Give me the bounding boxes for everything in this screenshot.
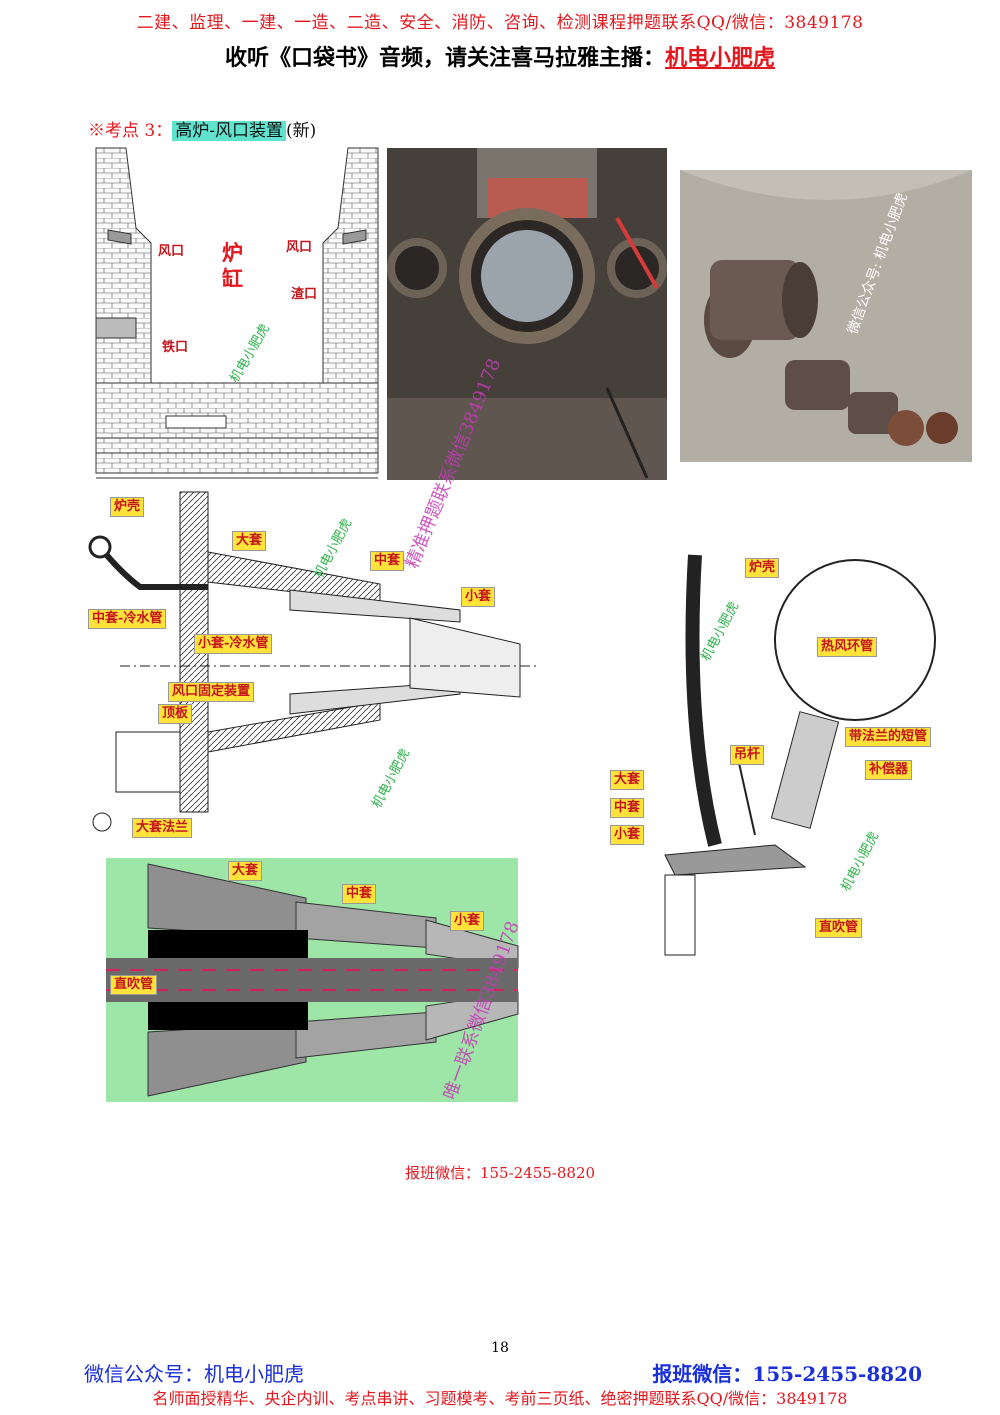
section-highlight: 高炉-风口装置 xyxy=(172,121,286,141)
label-hot-blast-ring: 热风环管 xyxy=(817,637,878,657)
hot-blast-stock-svg xyxy=(664,554,936,956)
footer-signup-wechat: 报班微信：155-2455-8820 xyxy=(652,1362,922,1386)
signup-wechat-note: 报班微信：155-2455-8820 xyxy=(404,1164,596,1182)
label-blowpipe-b: 直吹管 xyxy=(815,918,863,938)
label-mid-jacket: 中套 xyxy=(370,551,405,571)
label-top-plate: 顶板 xyxy=(158,704,193,724)
header-audio-line: 收听《口袋书》音频，请关注喜马拉雅主播：机电小肥虎 xyxy=(0,40,1000,72)
tuyere-ring-photo xyxy=(387,148,667,480)
label-mid-jacket-c: 中套 xyxy=(342,884,377,904)
label-small-cooling-pipe: 小套-冷水管 xyxy=(194,634,273,654)
section-title: ※考点 3：高炉-风口装置(新) xyxy=(88,116,316,141)
tuyere-wall-photo-svg xyxy=(680,170,972,462)
label-slag-notch: 渣口 xyxy=(289,287,320,303)
section-prefix: ※考点 3： xyxy=(88,121,173,141)
label-mid-jacket-b: 中套 xyxy=(610,798,645,818)
tuyere-ring-photo-svg xyxy=(387,148,667,480)
label-big-jacket-flange: 大套法兰 xyxy=(132,818,193,838)
tuyere-colored-svg xyxy=(106,863,519,1097)
label-flanged-pipe: 带法兰的短管 xyxy=(845,727,932,747)
page-number: 18 xyxy=(491,1340,509,1356)
label-small-jacket: 小套 xyxy=(461,587,496,607)
label-blowpipe-c: 直吹管 xyxy=(110,975,158,995)
label-tap-hole: 铁口 xyxy=(160,340,191,356)
hearth-section-svg xyxy=(95,147,379,479)
label-big-jacket: 大套 xyxy=(232,531,267,551)
label-small-jacket-b: 小套 xyxy=(610,825,645,845)
footer-promo-line: 名师面授精华、央企内训、考点串讲、习题模考、考前三页纸、绝密押题联系QQ/微信：… xyxy=(152,1389,848,1408)
tuyere-assembly-svg xyxy=(88,491,540,832)
label-shell: 炉壳 xyxy=(110,497,145,517)
label-fixing-device: 风口固定装置 xyxy=(168,682,255,702)
label-mid-cooling-pipe: 中套-冷水管 xyxy=(88,609,167,629)
hearth-section-drawing: 风口 风口 炉缸 渣口 铁口 机电小肥虎 xyxy=(95,147,379,479)
label-small-jacket-c: 小套 xyxy=(450,911,485,931)
section-suffix: (新) xyxy=(285,121,317,141)
footer-official-account: 微信公众号：机电小肥虎 xyxy=(84,1362,304,1386)
label-shell-b: 炉壳 xyxy=(745,558,780,578)
label-compensator: 补偿器 xyxy=(865,760,913,780)
label-tuyere-right: 风口 xyxy=(284,240,315,256)
hot-blast-stock-drawing: 炉壳 热风环管 带法兰的短管 补偿器 吊杆 大套 中套 小套 直吹管 机电小肥虎… xyxy=(605,545,975,956)
label-big-jacket-b: 大套 xyxy=(610,770,645,790)
header-anchor-name: 机电小肥虎 xyxy=(665,45,776,71)
header-promo-line: 二建、监理、一建、一造、二造、安全、消防、咨询、检测课程押题联系QQ/微信：38… xyxy=(136,13,864,33)
label-hanger-rod: 吊杆 xyxy=(730,745,765,765)
tuyere-assembly-drawing: 炉壳 大套 中套 小套 中套-冷水管 小套-冷水管 风口固定装置 顶板 大套法兰… xyxy=(80,356,550,842)
label-big-jacket-c: 大套 xyxy=(228,861,263,881)
tuyere-wall-photo: 微信公众号: 机电小肥虎 xyxy=(680,170,972,462)
tuyere-colored-diagram: 大套 中套 小套 直吹管 唯一联系微信3849178 xyxy=(106,858,524,1103)
header-audio-prefix: 收听《口袋书》音频，请关注喜马拉雅主播： xyxy=(224,45,665,71)
label-hearth: 炉缸 xyxy=(222,240,243,291)
label-tuyere-left: 风口 xyxy=(156,244,187,260)
